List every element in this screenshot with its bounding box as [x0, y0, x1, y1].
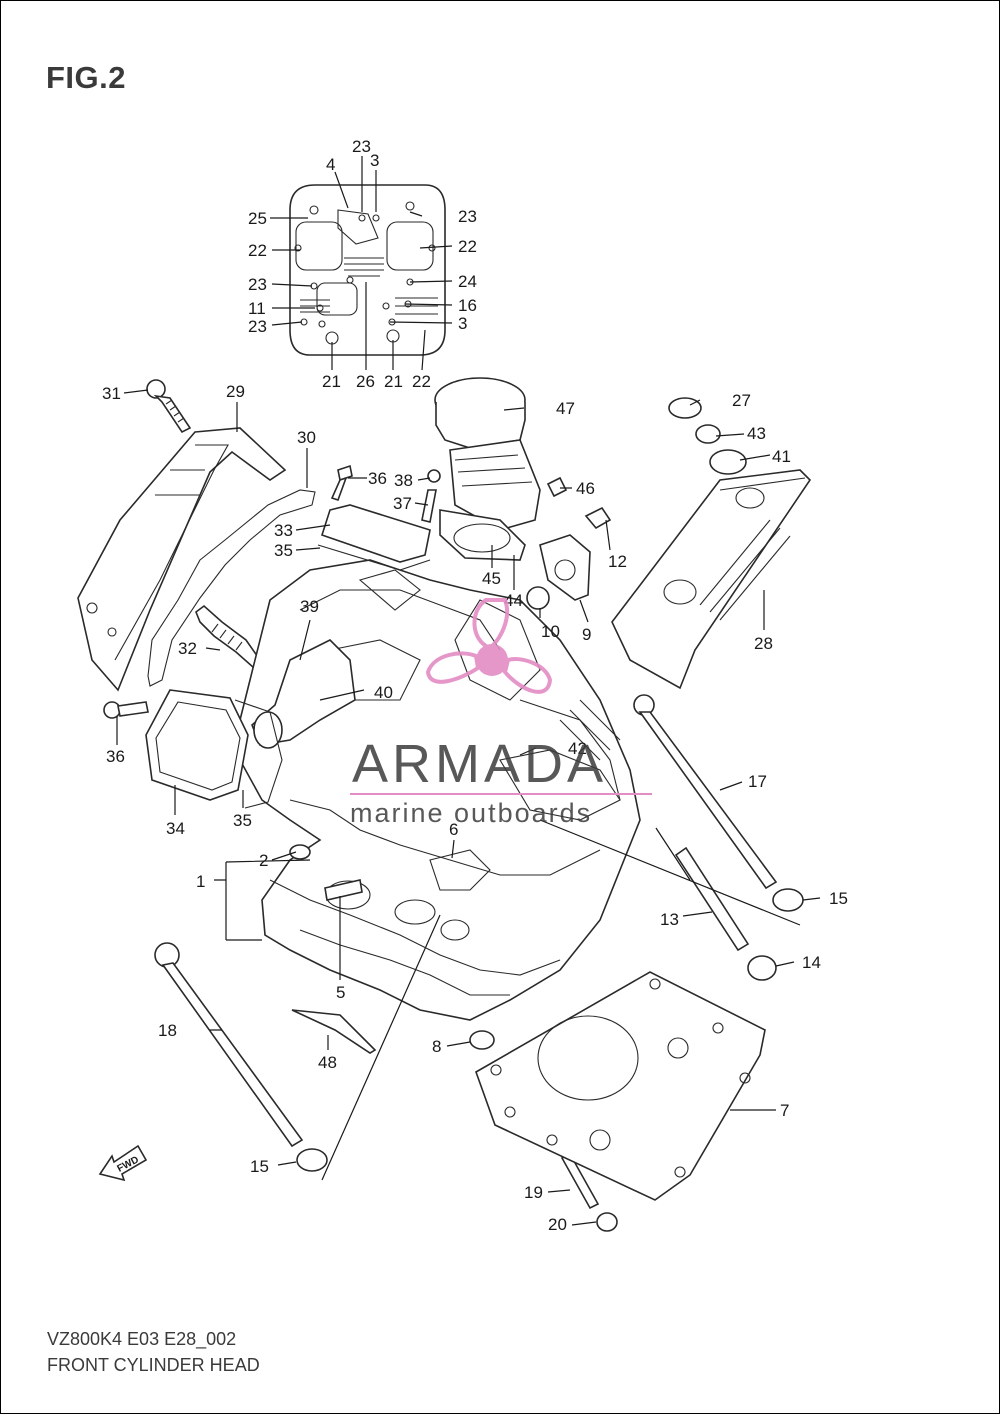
- cover-33: [317, 504, 431, 571]
- figure-title: FIG.2: [46, 60, 127, 95]
- long-bolts: [154, 694, 778, 1210]
- callout-22: 22: [412, 372, 431, 391]
- callout-9: 9: [582, 625, 591, 644]
- callout-30: 30: [297, 428, 316, 447]
- callout-21: 21: [322, 372, 341, 391]
- callout-44: 44: [504, 591, 523, 610]
- tappet-cover-34: [145, 689, 283, 809]
- callout-23: 23: [248, 317, 267, 336]
- callout-42: 42: [568, 739, 587, 758]
- callout-28: 28: [754, 634, 773, 653]
- callout-47: 47: [556, 399, 575, 418]
- callout-26: 26: [356, 372, 375, 391]
- callout-34: 34: [166, 819, 185, 838]
- callout-12: 12: [608, 552, 627, 571]
- callout-38: 38: [394, 471, 413, 490]
- callout-2: 2: [259, 851, 268, 870]
- sensor-bracket-9: [526, 476, 612, 610]
- watermark-tagline: marine outboards: [350, 798, 592, 828]
- callout-15: 15: [829, 889, 848, 908]
- callout-19: 19: [524, 1183, 543, 1202]
- callout-36: 36: [106, 747, 125, 766]
- water-outlet-40: [251, 639, 356, 749]
- callout-5: 5: [336, 983, 345, 1002]
- dowels-and-pins: [289, 844, 495, 1050]
- callout-35: 35: [233, 811, 252, 830]
- callout-8: 8: [432, 1037, 441, 1056]
- bolt-31: [146, 379, 192, 434]
- intake-pipe: [434, 377, 541, 561]
- callout-37: 37: [393, 494, 412, 513]
- diagram-caption: FRONT CYLINDER HEAD: [47, 1355, 260, 1375]
- fwd-arrow-icon: FWD: [98, 1144, 148, 1182]
- callout-11: 11: [248, 299, 266, 318]
- head-gasket-7: [475, 971, 766, 1201]
- cylinder-cap-28: [611, 397, 812, 690]
- callout-40: 40: [374, 683, 393, 702]
- callout-39: 39: [300, 597, 319, 616]
- callout-16: 16: [458, 296, 477, 315]
- callout-41: 41: [772, 447, 791, 466]
- callout-17: 17: [748, 772, 767, 791]
- side-cover: [77, 427, 287, 692]
- callout-20: 20: [548, 1215, 567, 1234]
- bolt-36-lower: [103, 701, 149, 719]
- callout-21: 21: [384, 372, 403, 391]
- callout-31: 31: [102, 384, 121, 403]
- callout-45: 45: [482, 569, 501, 588]
- callout-15: 15: [250, 1157, 269, 1176]
- leader-lines: [116, 156, 821, 1226]
- callout-23: 23: [352, 137, 371, 156]
- callout-18: 18: [158, 1021, 177, 1040]
- callout-48: 48: [318, 1053, 337, 1072]
- callout-36: 36: [368, 469, 387, 488]
- callout-24: 24: [458, 272, 477, 291]
- fwd-label: FWD: [116, 1154, 141, 1174]
- watermark-brand: ARMADA: [352, 734, 607, 794]
- callout-32: 32: [178, 639, 197, 658]
- plate-48: [291, 1009, 377, 1054]
- valve-cover-inset: [289, 184, 446, 356]
- callout-3: 3: [458, 314, 467, 333]
- bolts-upper: [330, 464, 441, 523]
- callout-1: 1: [196, 872, 205, 891]
- washers: [296, 888, 804, 1232]
- callout-22: 22: [248, 241, 267, 260]
- callout-10: 10: [541, 622, 560, 641]
- gasket-30: [147, 489, 316, 687]
- callout-22: 22: [458, 237, 477, 256]
- callout-27: 27: [732, 391, 751, 410]
- callout-33: 33: [274, 521, 293, 540]
- armada-watermark: ARMADA marine outboards: [350, 598, 652, 828]
- diagram-code: VZ800K4 E03 E28_002: [47, 1329, 237, 1349]
- callout-23: 23: [458, 207, 477, 226]
- propeller-logo-icon: [425, 598, 553, 694]
- callout-25: 25: [248, 209, 267, 228]
- callout-35: 35: [274, 541, 293, 560]
- callout-46: 46: [576, 479, 595, 498]
- callout-43: 43: [747, 424, 766, 443]
- spark-plug-32: [195, 604, 261, 670]
- callout-7: 7: [780, 1101, 789, 1120]
- callout-23: 23: [248, 275, 267, 294]
- callout-6: 6: [449, 820, 458, 839]
- callout-29: 29: [226, 382, 245, 401]
- callout-14: 14: [802, 953, 821, 972]
- callout-4: 4: [326, 155, 335, 174]
- callout-3: 3: [370, 151, 379, 170]
- callout-13: 13: [660, 910, 679, 929]
- callout-labels: 23 4 3 25 23 22 22 23 24 11 16 23 3 21 2…: [102, 137, 848, 1234]
